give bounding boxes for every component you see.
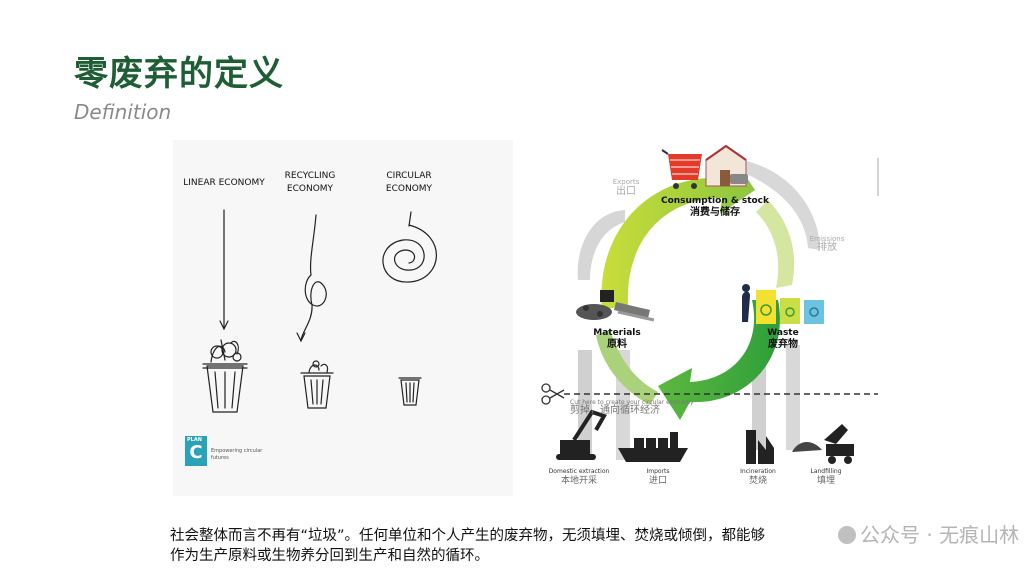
cycle-bottom-arrow [658, 300, 780, 420]
emissions-arrow [742, 160, 820, 250]
recycling-arrow-head [296, 332, 306, 343]
cycle-top-arrow [601, 160, 755, 310]
materials-label-zh: 原料 [607, 339, 627, 350]
circular-economy-diagram: Exports 出口 Consumption & stock 消费与储存 Emi… [530, 140, 880, 496]
page-title: 零废弃的定义 [74, 54, 284, 94]
waste-bins-icon [742, 284, 824, 324]
scissors-icon [541, 383, 565, 405]
emissions-label: Emissions [809, 235, 845, 243]
imports-label-zh: 进口 [648, 476, 667, 486]
cut-label: Cut here to create your circular economy [570, 399, 694, 406]
watermark: 公众号 · 无痕山林 [838, 519, 1019, 548]
landfilling-label-zh: 填埋 [816, 476, 835, 486]
cycle-right-arrow [756, 200, 795, 288]
page-subtitle: Definition [74, 100, 172, 124]
incineration-label-zh: 焚烧 [748, 476, 767, 486]
house-icon [705, 144, 748, 187]
definition-line-1: 社会整体而言不再有“垃圾”。任何单位和个人产生的废弃物，无须填埋、焚烧或倾倒，都… [170, 528, 766, 544]
definition-line-2: 作为生产原料或生物养分回到生产和自然的循环。 [170, 548, 489, 564]
landfill-truck-icon [792, 424, 854, 464]
linear-economy-label: LINEAR ECONOMY [183, 178, 265, 188]
brand-tagline: Empowering circular futures [211, 448, 263, 461]
landfilling-arrow [786, 345, 800, 450]
exports-label: Exports [612, 178, 640, 186]
domestic-extraction-arrow [578, 350, 592, 460]
cut-label-zh: 剪掉，通向循环经济 [570, 405, 660, 416]
shopping-cart-icon [661, 149, 702, 189]
incineration-label: Incineration [740, 468, 776, 475]
materials-label: Materials [593, 328, 641, 338]
domestic-extraction-label-zh: 本地开采 [560, 476, 597, 486]
recycling-label-zh: 循环 [700, 361, 722, 374]
consumption-label: Consumption & stock [660, 196, 770, 206]
recycling-label: Recycling [692, 354, 730, 362]
exports-arrow [577, 210, 625, 280]
trash-half-icon [300, 360, 334, 409]
trash-full-icon [202, 339, 248, 413]
waste-label: Waste [767, 328, 799, 338]
excavator-icon [556, 409, 607, 460]
cycle-left-arrow [596, 330, 658, 405]
raw-materials-icon [576, 290, 655, 322]
circular-spiral [382, 224, 437, 283]
imports-label: Imports [646, 468, 670, 475]
landfilling-label: Landfilling [810, 468, 842, 475]
waste-label-zh: 废弃物 [768, 339, 798, 350]
recycling-arrow [300, 214, 327, 341]
domestic-extraction-label: Domestic extraction [548, 468, 610, 475]
definition-text: 社会整体而言不再有“垃圾”。任何单位和个人产生的废弃物，无须填埋、焚烧或倾倒，都… [170, 526, 930, 566]
incinerator-icon [746, 430, 774, 464]
emissions-label-zh: 排放 [817, 242, 837, 253]
exports-label-zh: 出口 [616, 186, 636, 197]
consumption-label-zh: 消费与储存 [690, 207, 740, 218]
wechat-icon [838, 526, 856, 544]
trash-empty-icon [398, 377, 422, 406]
linear-arrow-head [219, 320, 229, 331]
cargo-ship-icon [618, 432, 688, 462]
economy-sketch [202, 209, 437, 413]
